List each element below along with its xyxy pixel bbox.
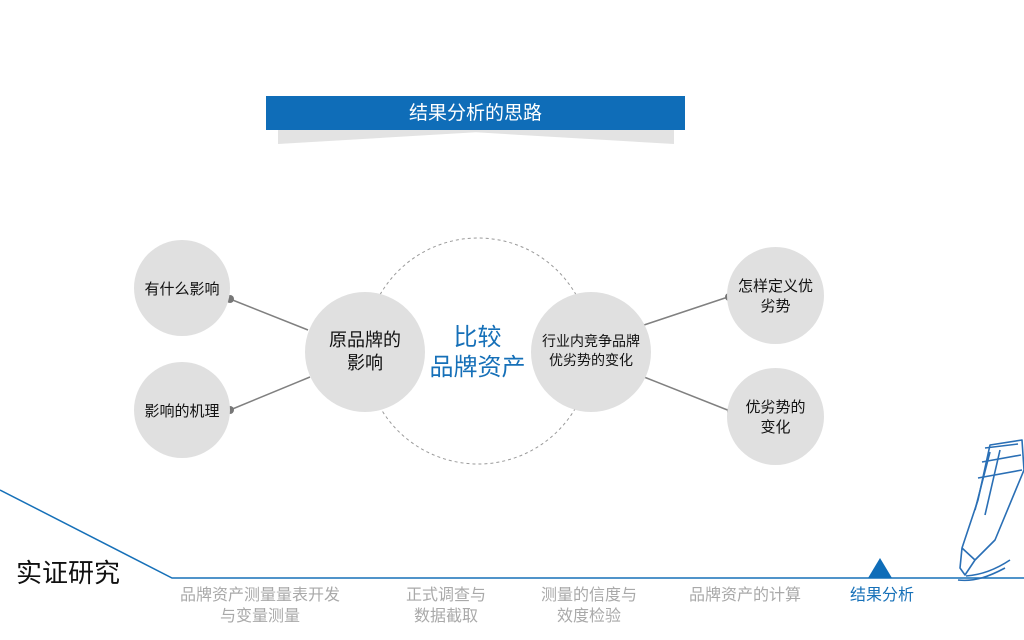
center-label: 比较 品牌资产 [410, 322, 545, 382]
node-label: 影响的机理 [144, 401, 220, 420]
nav-item-brand-equity-calc[interactable]: 品牌资产的计算 [678, 584, 812, 605]
nav-label-line1: 品牌资产测量量表开发 [179, 585, 340, 604]
node-label-line2: 劣势 [760, 296, 791, 315]
node-label-line2: 影响 [347, 353, 383, 374]
pen-icon [957, 439, 1024, 582]
nav-item-reliability-validity[interactable]: 测量的信度与 效度检验 [528, 584, 650, 626]
node-left-bottom: 影响的机理 [134, 362, 230, 458]
nav-label-line2: 与变量测量 [219, 606, 300, 625]
nav-label-line2: 数据截取 [413, 606, 478, 625]
node-label-line1: 行业内竞争品牌 [542, 334, 640, 350]
connector-left-bottom [229, 376, 311, 411]
node-label-line2: 优劣势的变化 [549, 353, 633, 369]
connector-right-top [643, 296, 729, 326]
node-right-main: 行业内竞争品牌 优劣势的变化 [531, 292, 651, 412]
node-right-top: 怎样定义优 劣势 [727, 247, 824, 344]
active-marker-triangle [868, 558, 892, 578]
node-label: 有什么影响 [144, 279, 220, 298]
node-label-line1: 优劣势的 [745, 397, 806, 416]
timeline-line [0, 489, 1024, 579]
section-title: 实证研究 [16, 559, 121, 589]
nav-label-line1: 测量的信度与 [540, 585, 637, 604]
nav-label-line1: 品牌资产的计算 [688, 585, 801, 604]
nav-item-scale-development[interactable]: 品牌资产测量量表开发 与变量测量 [170, 584, 350, 626]
node-left-top: 有什么影响 [134, 240, 230, 336]
center-label-line1: 比较 [453, 323, 502, 351]
nav-label-line1: 结果分析 [849, 585, 914, 604]
banner-title: 结果分析的思路 [266, 96, 685, 130]
node-label-line1: 原品牌的 [329, 330, 401, 351]
nav-label-line2: 效度检验 [556, 606, 621, 625]
node-left-main: 原品牌的 影响 [305, 292, 425, 412]
connector-left-top [229, 298, 309, 331]
nav-item-result-analysis[interactable]: 结果分析 [838, 584, 926, 605]
center-label-line2: 品牌资产 [429, 353, 526, 381]
nav-label-line1: 正式调查与 [405, 585, 486, 604]
node-right-bottom: 优劣势的 变化 [727, 368, 824, 465]
connector-right-bottom [643, 376, 731, 412]
node-label-line1: 怎样定义优 [737, 276, 813, 295]
nav-item-formal-survey[interactable]: 正式调查与 数据截取 [392, 584, 500, 626]
node-label-line2: 变化 [760, 417, 791, 436]
